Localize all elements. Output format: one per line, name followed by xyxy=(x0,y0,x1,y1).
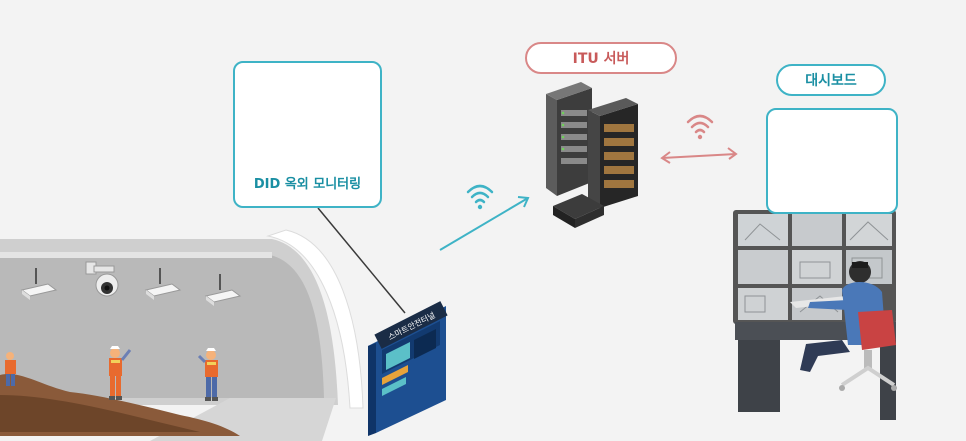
wifi-icon xyxy=(466,184,494,210)
tunnel-inner xyxy=(0,255,324,398)
worker-figure xyxy=(109,346,132,400)
tunnel xyxy=(0,229,364,441)
cctv-camera-icon xyxy=(85,261,119,297)
did-callout-line xyxy=(317,207,406,314)
access-point xyxy=(20,268,58,300)
worker-figure xyxy=(197,348,218,401)
dashboard-label: 대시보드 xyxy=(776,64,886,96)
did-monitoring-card: DID 옥외 모니터링 xyxy=(233,61,382,208)
control-room xyxy=(733,210,897,420)
tunnel-portal-arch xyxy=(266,229,364,409)
did-to-server-link xyxy=(439,196,530,251)
access-point xyxy=(144,268,182,300)
itu-server-label: ITU 서버 xyxy=(525,42,677,74)
dashboard-card xyxy=(766,108,898,214)
wifi-icon xyxy=(686,114,714,140)
server-rack-icon xyxy=(546,82,638,228)
server-dashboard-link xyxy=(660,147,738,164)
did-outdoor-board: 스마트안전터널 xyxy=(368,301,448,436)
worker-figure xyxy=(5,352,16,386)
access-point xyxy=(204,274,242,306)
did-monitoring-label: DID 옥외 모니터링 xyxy=(253,177,362,192)
